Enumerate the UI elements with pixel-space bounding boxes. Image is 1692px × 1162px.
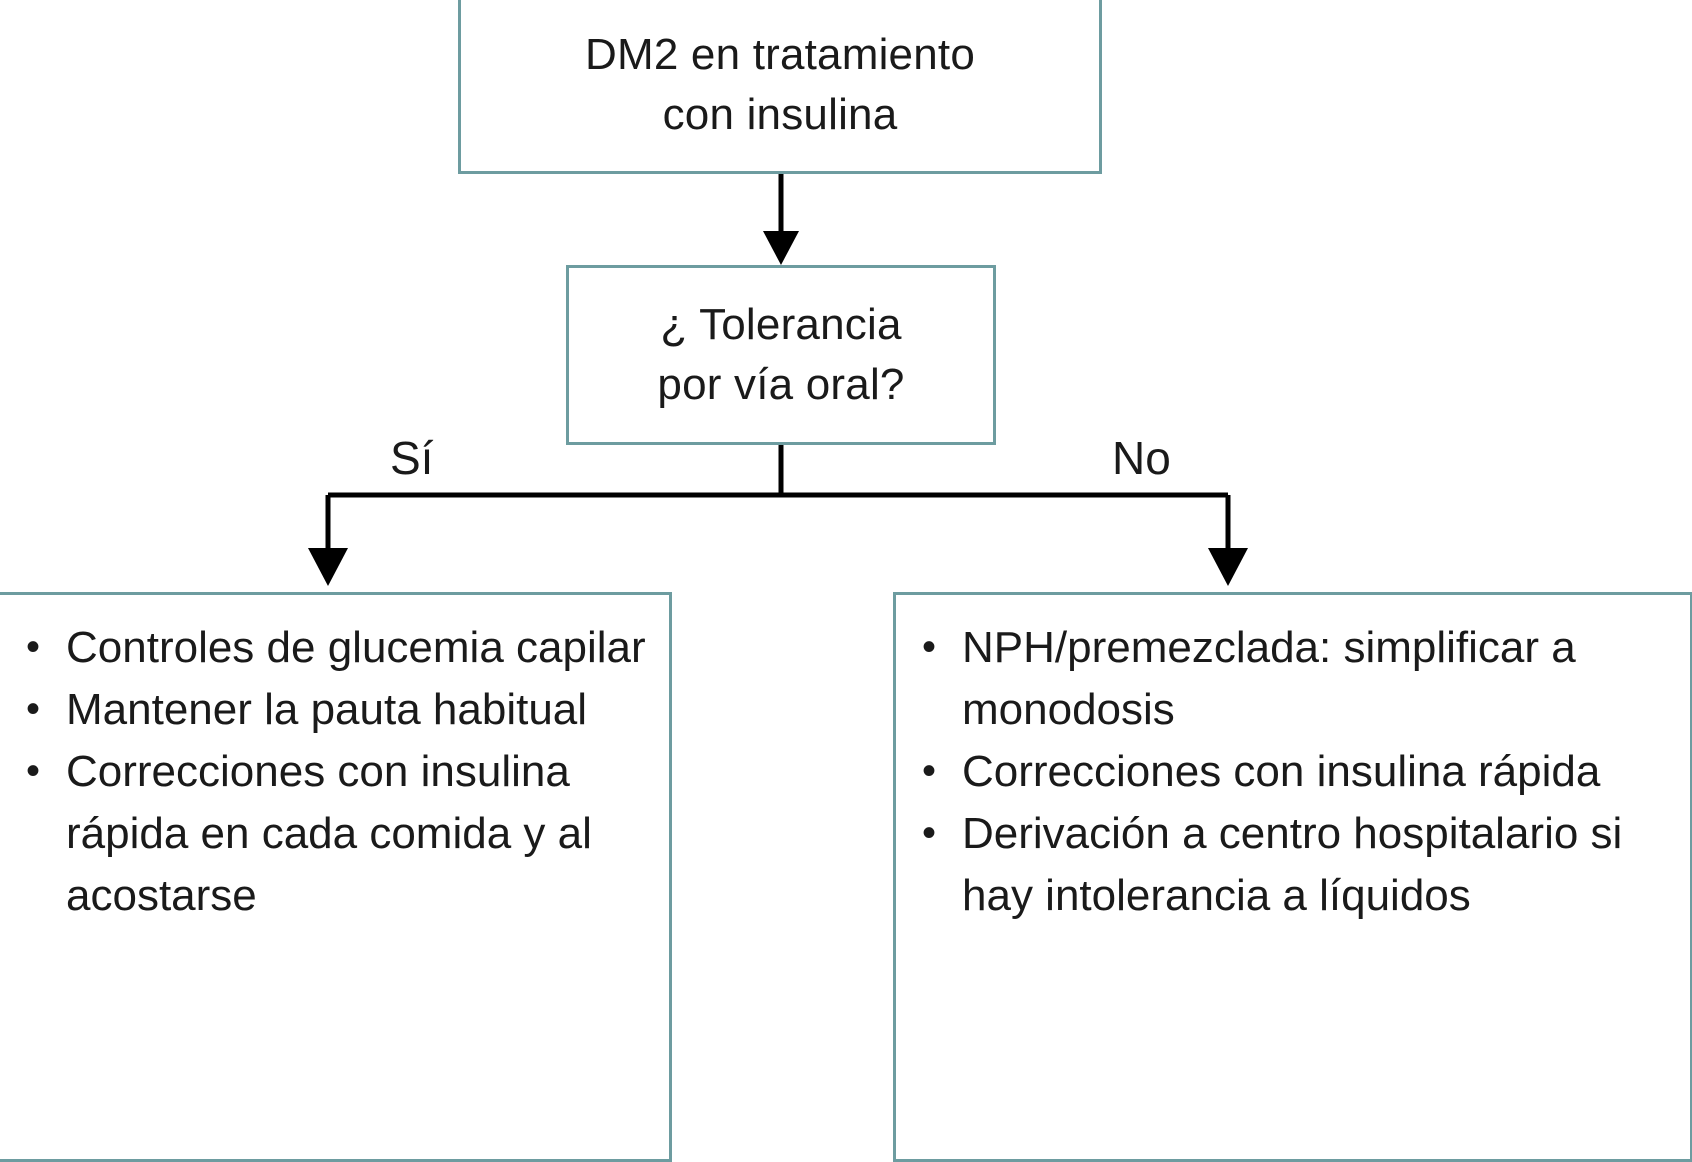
edge-label-yes: Sí [390, 432, 434, 484]
node-outcome-yes: Controles de glucemia capilar Mantener l… [0, 592, 672, 1162]
list-item: Controles de glucemia capilar [18, 617, 651, 679]
outcome-yes-bullet-list: Controles de glucemia capilar Mantener l… [18, 617, 651, 927]
list-item: Correcciones con insulina rápida [914, 741, 1672, 803]
list-item: Mantener la pauta habitual [18, 679, 651, 741]
node-decision-label: ¿ Tolerancia por vía oral? [657, 300, 905, 409]
list-item: Correcciones con insulina rápida en cada… [18, 741, 651, 927]
arrowhead-decision [763, 231, 799, 265]
node-decision: ¿ Tolerancia por vía oral? [566, 265, 996, 445]
node-outcome-no: NPH/premezclada: simplificar a monodosis… [893, 592, 1692, 1162]
edge-label-no: No [1112, 432, 1171, 484]
arrowhead-outcome-yes [308, 548, 348, 586]
list-item: NPH/premezclada: simplificar a monodosis [914, 617, 1672, 741]
node-start: DM2 en tratamiento con insulina [458, 0, 1102, 174]
list-item: Derivación a centro hospitalario si hay … [914, 803, 1672, 927]
outcome-no-bullet-list: NPH/premezclada: simplificar a monodosis… [914, 617, 1672, 927]
node-start-label: DM2 en tratamiento con insulina [585, 30, 975, 139]
arrowhead-outcome-no [1208, 548, 1248, 586]
